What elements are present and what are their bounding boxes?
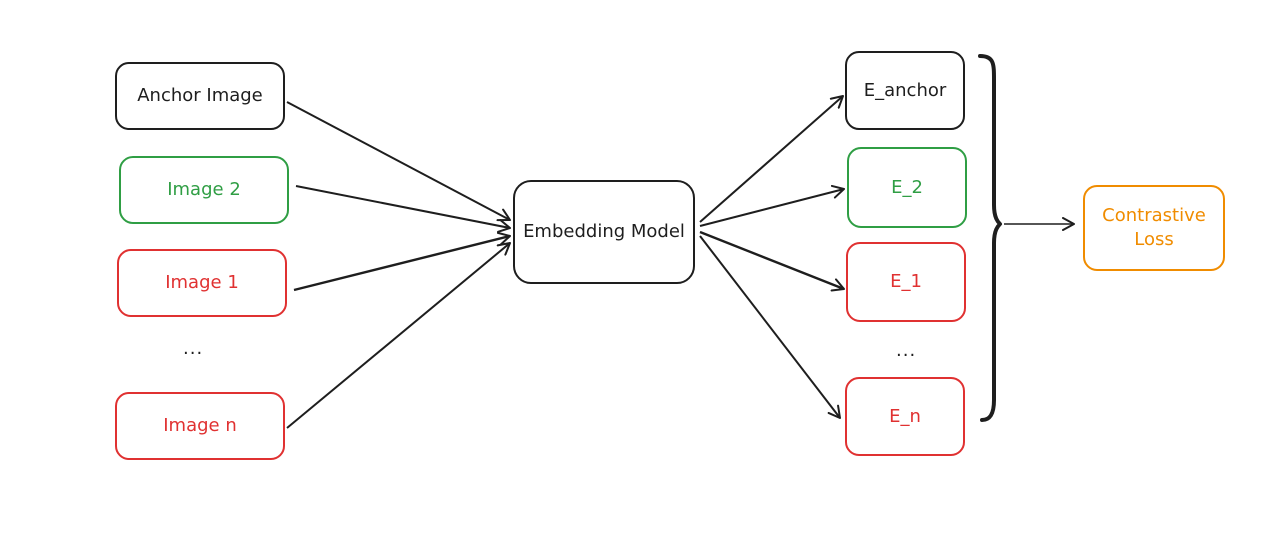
curly-brace [978, 54, 1002, 422]
arrow-anchor-to-model [286, 101, 511, 222]
input-ellipsis: ... [183, 338, 204, 359]
contrastive-loss-label: Contrastive Loss [1102, 205, 1206, 250]
arrow-model-to-e1 [699, 230, 845, 292]
e-2-label: E_2 [891, 176, 923, 198]
anchor-image-label: Anchor Image [137, 85, 263, 106]
embedding-model-node: Embedding Model [513, 180, 695, 284]
contrastive-loss-node: Contrastive Loss [1083, 185, 1225, 271]
e-2-node: E_2 [847, 147, 967, 228]
arrow-model-to-en [699, 235, 841, 419]
e-1-node: E_1 [846, 242, 966, 322]
arrow-imagen-to-model [286, 242, 511, 429]
e-anchor-label: E_anchor [863, 79, 947, 101]
e-n-node: E_n [845, 377, 965, 456]
image-2-label: Image 2 [167, 179, 241, 200]
e-n-label: E_n [889, 405, 921, 427]
arrow-model-to-e2 [699, 184, 845, 227]
arrow-image1-to-model [293, 231, 511, 292]
image-1-node: Image 1 [117, 249, 287, 317]
image-n-node: Image n [115, 392, 285, 460]
embedding-model-label: Embedding Model [523, 221, 685, 242]
anchor-image-node: Anchor Image [115, 62, 285, 130]
arrow-image2-to-model [295, 185, 511, 233]
embedding-ellipsis: ... [896, 340, 917, 361]
image-1-label: Image 1 [165, 272, 239, 293]
image-n-label: Image n [163, 415, 237, 436]
e-1-label: E_1 [890, 271, 922, 292]
e-anchor-node: E_anchor [845, 51, 965, 130]
image-2-node: Image 2 [119, 156, 289, 224]
arrow-model-to-eanchor [699, 95, 844, 223]
